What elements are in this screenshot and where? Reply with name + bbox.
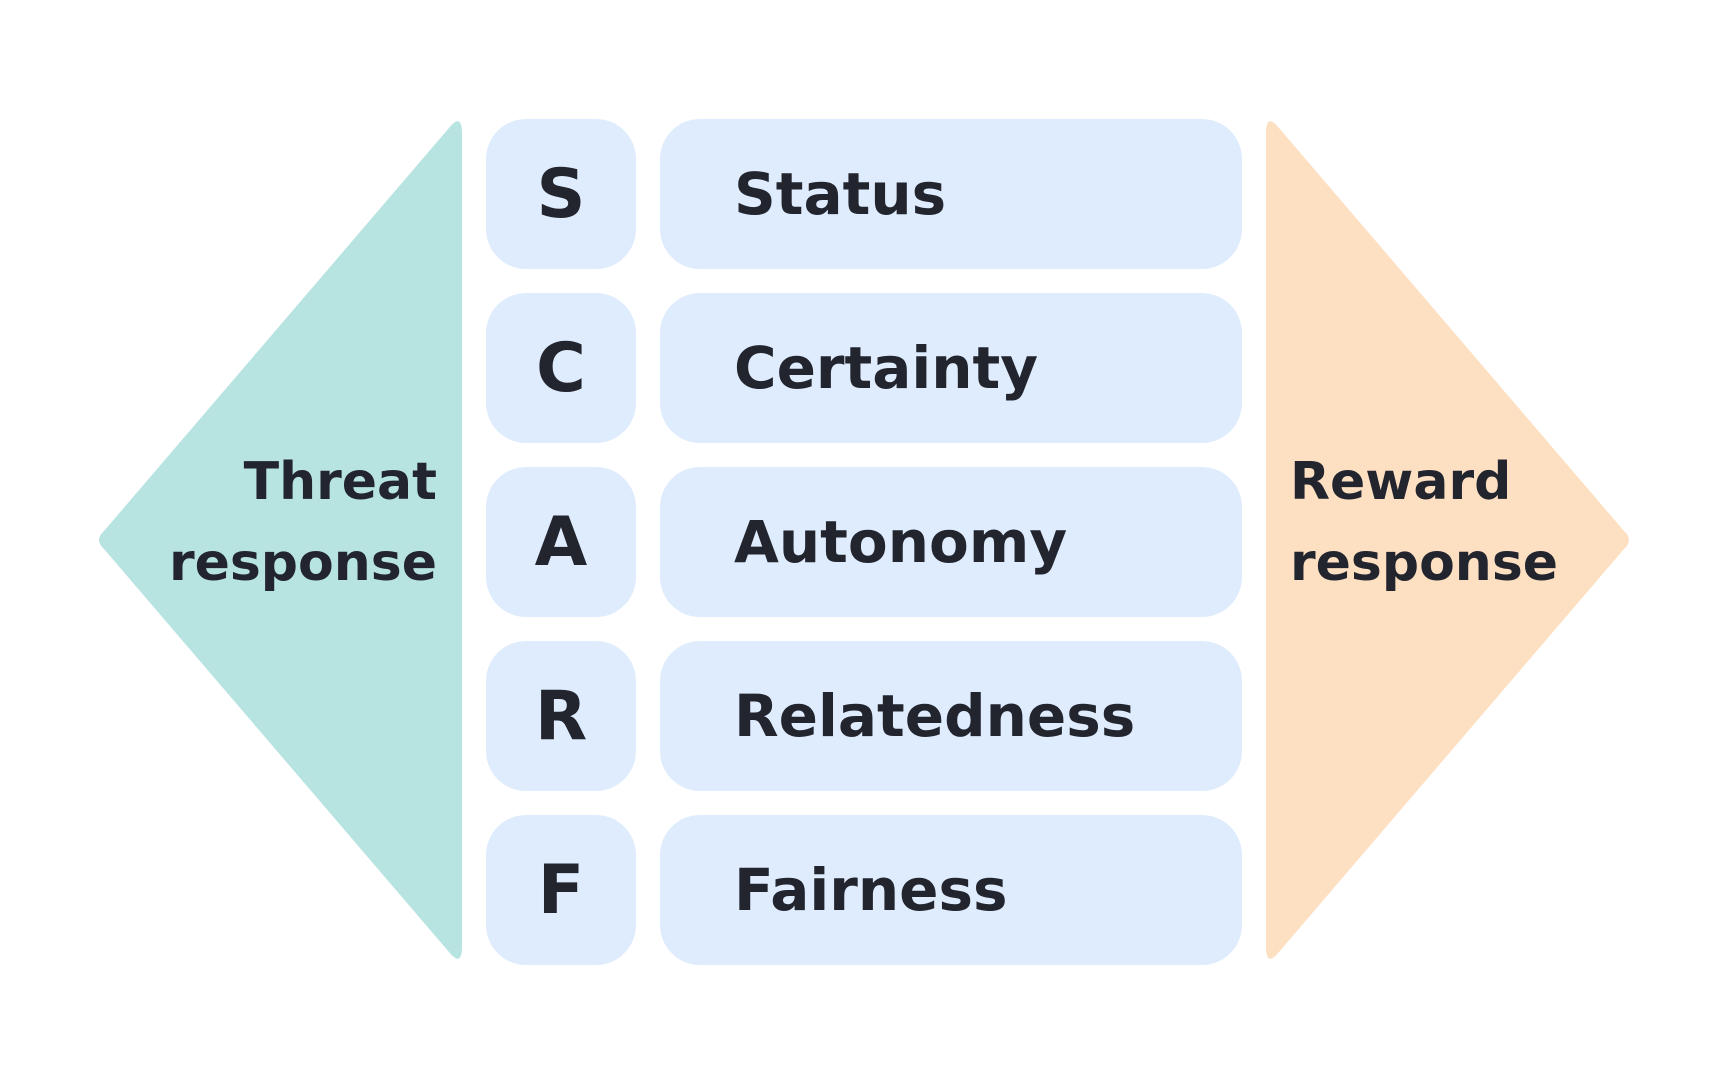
word-tile-status: Status (660, 119, 1242, 269)
threat-response-label: Threat response (169, 442, 437, 604)
letter-tile-r: R (486, 641, 636, 791)
reward-triangle (1266, 121, 1629, 959)
reward-response-label: Reward response (1290, 442, 1558, 604)
reward-label-line2: response (1290, 533, 1559, 593)
threat-label-line2: response (168, 533, 437, 593)
word-tile-relatedness: Relatedness (660, 641, 1242, 791)
letter-tile-a: A (486, 467, 636, 617)
word-tile-autonomy: Autonomy (660, 467, 1242, 617)
word-tile-fairness: Fairness (660, 815, 1242, 965)
letter-tile-s: S (486, 119, 636, 269)
reward-label-line1: Reward (1290, 452, 1512, 512)
threat-label-line1: Threat (243, 452, 437, 512)
letter-tile-c: C (486, 293, 636, 443)
word-tile-certainty: Certainty (660, 293, 1242, 443)
letter-tile-f: F (486, 815, 636, 965)
threat-triangle (99, 121, 462, 959)
